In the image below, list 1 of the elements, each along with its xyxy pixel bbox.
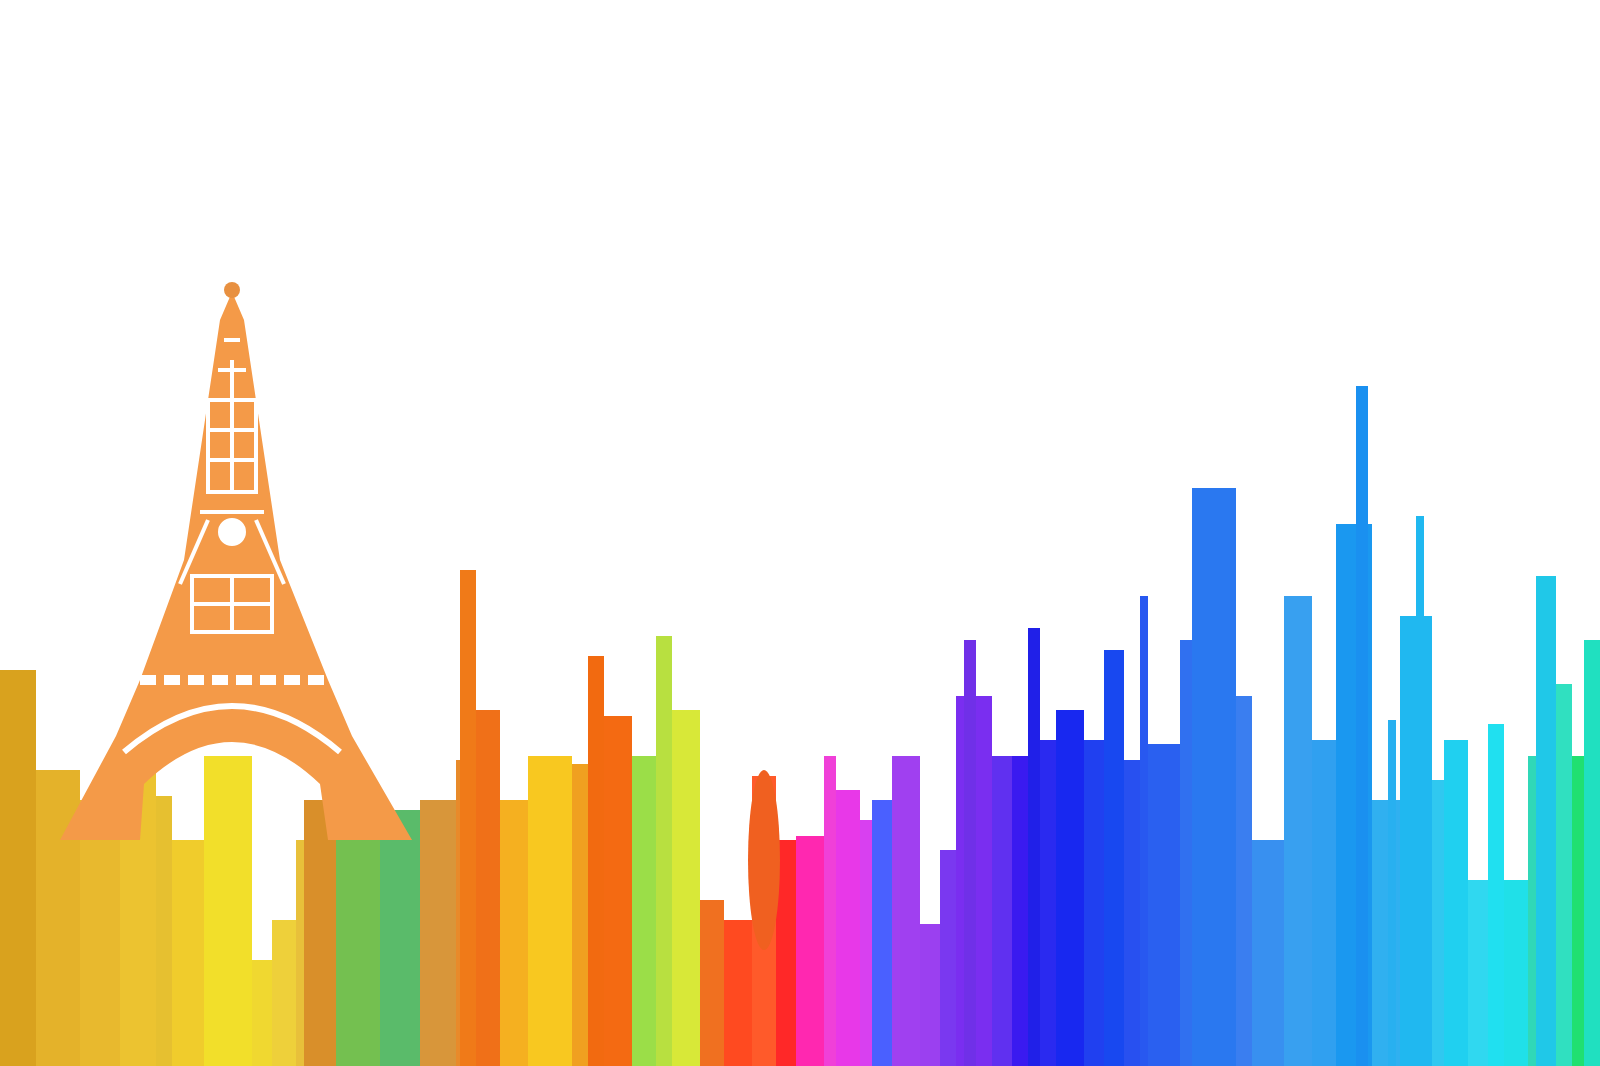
city-skyline-drawing [0,282,1600,1066]
